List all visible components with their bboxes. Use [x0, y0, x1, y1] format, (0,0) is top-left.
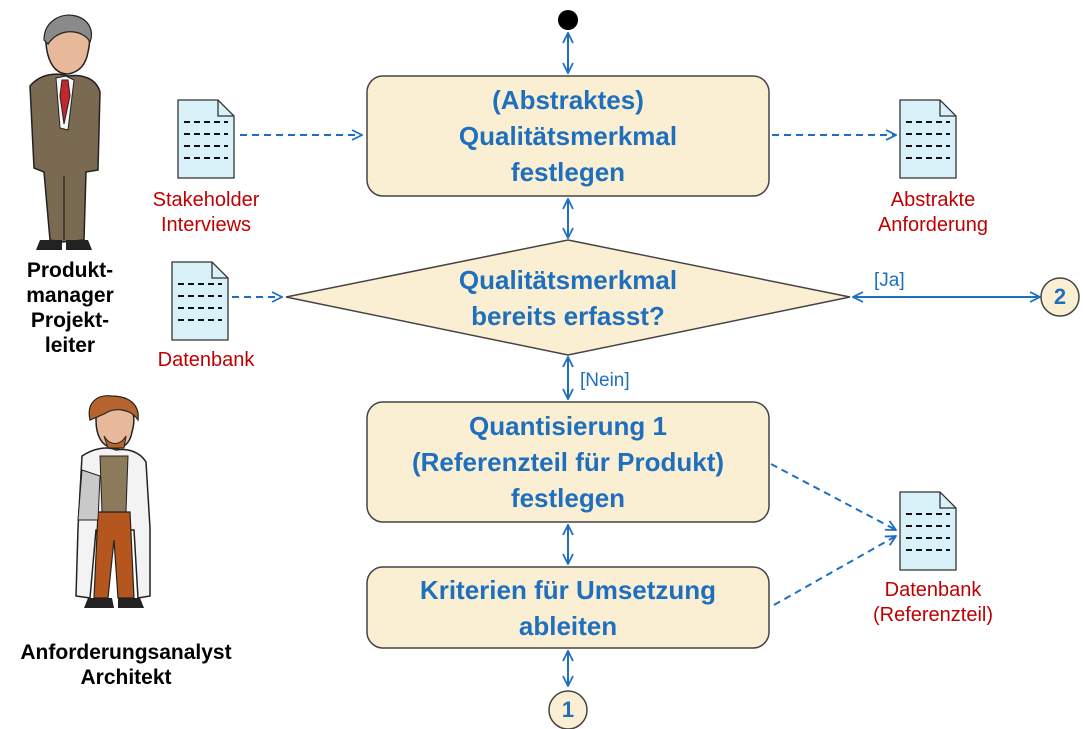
role-label-analyst: Anforderungsanalyst Architekt [20, 641, 232, 689]
document-icon [177, 99, 235, 179]
role-label-pm: Produkt- manager Projekt- leiter [26, 259, 114, 357]
connector-circle-1 [548, 690, 588, 729]
connector-label-2: 2 [1053, 284, 1067, 309]
document-icon [171, 261, 229, 341]
document-icon [899, 99, 957, 179]
connector-circle-2 [1040, 277, 1080, 317]
businessman-figure [29, 14, 101, 250]
doc-label-abstract-req: Abstrakte Anforderung [877, 189, 989, 236]
action-label-quantize: Quantisierung 1 (Referenzteil für Produk… [411, 411, 725, 513]
guard-yes: [Ja] [874, 270, 905, 291]
action-box-quantize [366, 401, 770, 523]
action-label-criteria: Kriterien für Umsetzung ableiten [419, 575, 717, 641]
dataflow-box2-to-dbref [770, 463, 896, 530]
action-box-criteria [366, 566, 770, 649]
doc-label-database-ref: Datenbank (Referenzteil) [872, 579, 994, 626]
document-icon [899, 491, 957, 571]
action-box-define-quality [366, 75, 770, 197]
decision-label: Qualitätsmerkmal bereits erfasst? [458, 265, 678, 331]
decision-diamond [285, 239, 851, 356]
action-label-define-quality: (Abstraktes) Qualitätsmerkmal festlegen [458, 85, 678, 187]
scientist-figure [75, 395, 151, 608]
start-node [558, 10, 578, 30]
doc-label-database: Datenbank [157, 349, 255, 371]
guard-no: [Nein] [580, 370, 630, 391]
doc-label-stakeholder: Stakeholder Interviews [152, 189, 260, 236]
connector-label-1: 1 [561, 697, 575, 722]
